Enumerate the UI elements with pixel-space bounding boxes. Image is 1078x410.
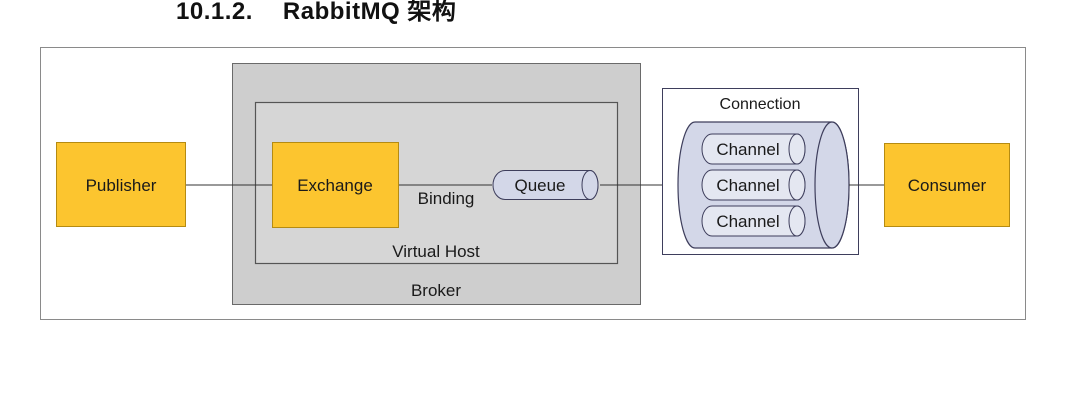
publisher-node: Publisher [56,142,186,227]
queue-label: Queue [514,176,565,195]
section-heading: 10.1.2. RabbitMQ 架构 [176,0,456,26]
queue-node: Queue [492,170,599,200]
channel-label: Channel [716,140,779,159]
binding-label: Binding [418,189,475,208]
section-title: RabbitMQ 架构 [282,0,457,25]
exchange-label: Exchange [297,176,373,195]
publisher-label: Publisher [86,176,157,195]
broker-label: Broker [411,281,461,300]
exchange-node: Exchange [272,142,399,228]
channel-2: Channel [701,169,806,201]
channel-label: Channel [716,176,779,195]
consumer-label: Consumer [908,176,987,195]
channel-3: Channel [701,205,806,237]
virtual-host-label: Virtual Host [392,242,480,261]
section-number: 10.1.2. [176,0,253,25]
channel-label: Channel [716,212,779,231]
connection-label: Connection [720,96,801,113]
connection-box: Connection Channel Channel Channel [662,88,859,255]
connection-cylinder-end [814,121,850,249]
channel-1: Channel [701,133,806,165]
consumer-node: Consumer [884,143,1010,227]
